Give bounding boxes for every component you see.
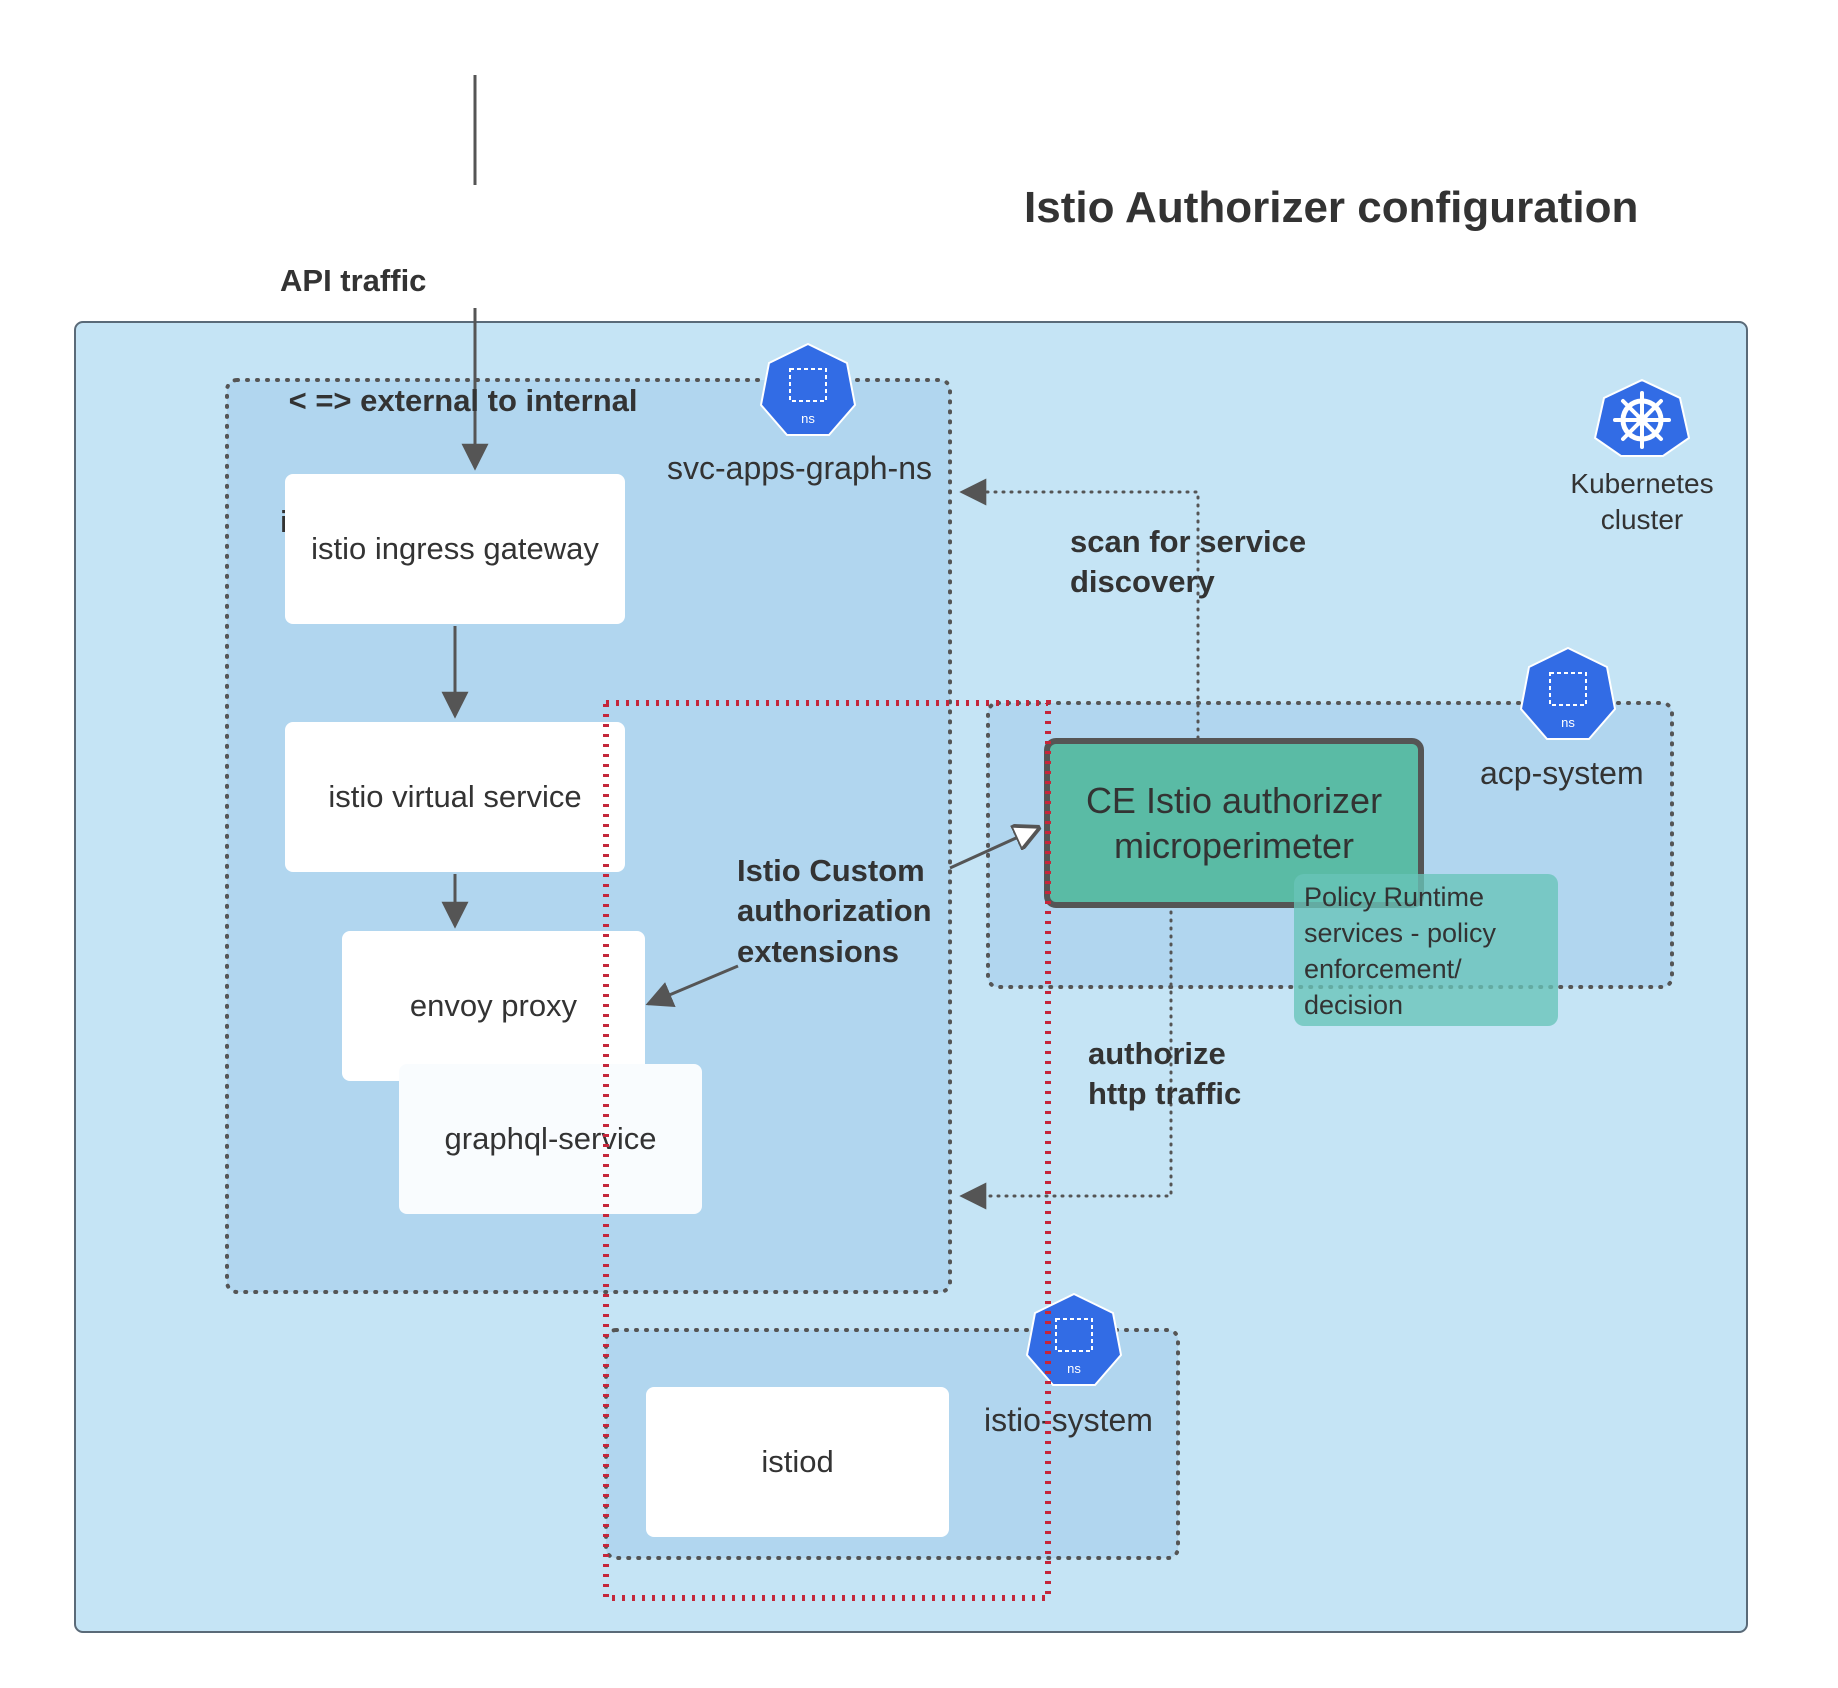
istio-ingress-gateway-node: istio ingress gateway [285,474,625,624]
namespace-icon-svc-apps: ns [760,342,856,436]
namespace-label-acp-system: acp-system [1480,755,1644,791]
graphql-service-node: graphql-service [399,1064,702,1214]
namespace-icon-istio-system: ns [1026,1292,1122,1386]
scan-discovery-label: scan for service discovery [1070,524,1307,600]
svg-text:ns: ns [1561,715,1575,730]
namespace-icon-acp-system: ns [1520,646,1616,740]
svg-text:ns: ns [801,411,815,426]
page-title: Istio Authorizer configuration [1024,183,1639,232]
custom-authorization-extensions-label: Istio Custom authorization extensions [737,853,932,969]
scan-discovery-connector [959,478,1200,740]
authorize-traffic-label: authorize http traffic [1088,1036,1242,1112]
namespace-label-svc-apps: svc-apps-graph-ns [667,450,932,486]
istio-virtual-service-node: istio virtual service [285,722,625,872]
svg-text:ns: ns [1067,1361,1081,1376]
policy-runtime-node: Policy Runtime services - policy enforce… [1294,874,1558,1026]
kubernetes-helm-icon [1594,378,1690,457]
namespace-label-istio-system: istio-system [984,1402,1153,1438]
kubernetes-cluster-label: Kubernetes cluster [1570,468,1714,535]
istiod-node: istiod [646,1387,949,1537]
envoy-proxy-node: envoy proxy [342,931,645,1081]
